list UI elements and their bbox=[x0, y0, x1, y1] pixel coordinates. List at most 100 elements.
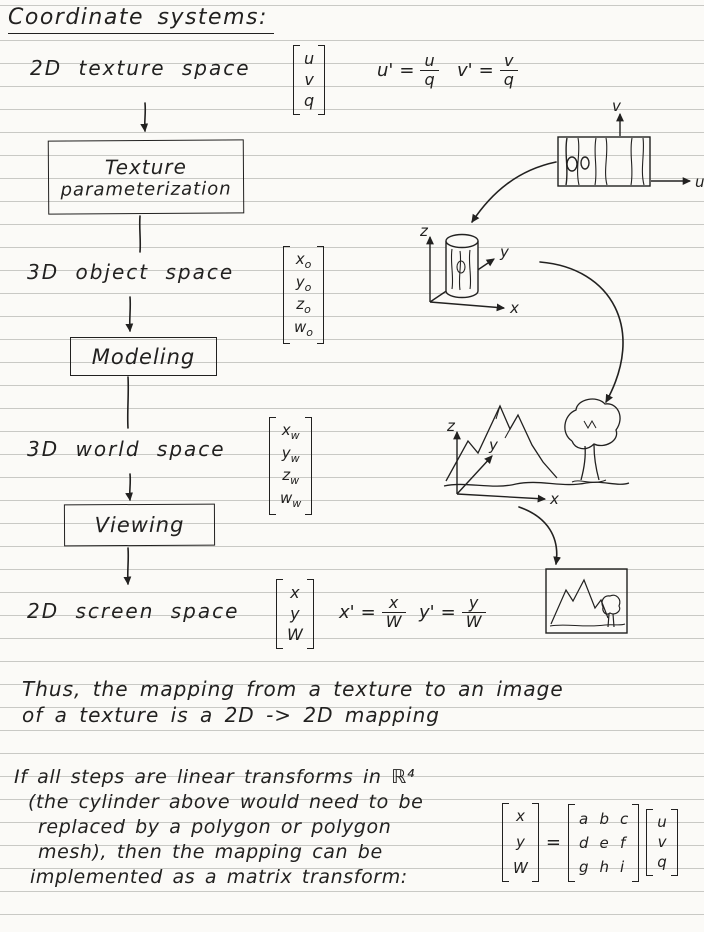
mini-tree-canopy bbox=[601, 594, 621, 615]
matrix-cell: e bbox=[599, 833, 609, 852]
vector-entry: zw bbox=[282, 466, 300, 488]
box-label-line: Texture bbox=[104, 154, 187, 179]
world-z-label: z bbox=[446, 417, 456, 435]
curved-arrow-cylinder-to-world bbox=[539, 261, 624, 403]
matrix-cell: b bbox=[599, 809, 609, 828]
texture-space-vector: u v q bbox=[293, 45, 326, 116]
formula-y-prime: y' = y W bbox=[419, 593, 486, 632]
curved-arrow-texture-to-cylinder bbox=[471, 161, 557, 223]
tree-canopy bbox=[564, 398, 621, 450]
note-line: If all steps are linear transforms in ℝ⁴ bbox=[14, 766, 416, 788]
vector-entry: v bbox=[657, 832, 667, 851]
u-axis-label: u bbox=[695, 173, 704, 191]
texture-swatch-drawing bbox=[557, 136, 651, 187]
matrix-cell: i bbox=[620, 857, 625, 876]
note-line: mesh), then the mapping can be bbox=[38, 841, 383, 863]
vector-entry: yw bbox=[281, 443, 300, 465]
mini-tree-trunk bbox=[607, 613, 615, 628]
vector-entry: v bbox=[304, 69, 314, 89]
matrix-cell: f bbox=[620, 833, 626, 852]
uv-axes bbox=[616, 112, 692, 185]
mini-ground bbox=[549, 623, 626, 627]
equals-sign: = bbox=[440, 602, 456, 624]
equals-sign: = bbox=[360, 602, 376, 624]
formula-lhs: u' bbox=[377, 60, 394, 82]
vector-entry: u bbox=[304, 49, 315, 68]
matrix-cell: a bbox=[578, 809, 589, 828]
note-line: Thus, the mapping from a texture to an i… bbox=[22, 677, 564, 701]
fraction: v q bbox=[499, 51, 518, 90]
world-y-axis bbox=[456, 455, 493, 495]
object-z-label: z bbox=[419, 222, 429, 240]
stage-label-object-space: 3D object space bbox=[27, 260, 235, 284]
vector-entry: y bbox=[515, 832, 525, 851]
world-x-axis bbox=[456, 493, 547, 503]
flow-arrow-texture-to-param bbox=[140, 102, 149, 133]
result-vector: x y W bbox=[502, 803, 539, 883]
object-x-label: x bbox=[509, 299, 519, 317]
matrix-equation: x y W = a b c d e f g h i u v q bbox=[502, 803, 678, 883]
flow-arrow-world-to-viewing bbox=[125, 473, 134, 502]
vector-entry: u bbox=[657, 813, 667, 831]
vector-entry: ww bbox=[280, 488, 302, 510]
note-line: (the cylinder above would need to be bbox=[28, 791, 424, 813]
stage-label-world-space: 3D world space bbox=[27, 437, 226, 461]
matrix-cell: d bbox=[578, 833, 589, 852]
fraction: x W bbox=[381, 593, 406, 632]
box-label-line: parameterization bbox=[60, 177, 232, 201]
fraction: u q bbox=[420, 51, 439, 90]
fraction: y W bbox=[461, 593, 486, 632]
object-x-axis bbox=[429, 301, 506, 312]
note-line: of a texture is a 2D -> 2D mapping bbox=[22, 703, 440, 727]
mountains bbox=[445, 404, 558, 482]
flow-arrow-object-to-modeling bbox=[125, 296, 134, 333]
equals-sign: = bbox=[478, 60, 494, 82]
matrix-cell: c bbox=[620, 809, 629, 828]
object-y-label: y bbox=[499, 243, 510, 261]
screen-picture-drawing bbox=[545, 568, 628, 634]
modeling-box: Modeling bbox=[70, 337, 217, 376]
vector-entry: y bbox=[290, 603, 300, 623]
vector-entry: W bbox=[513, 858, 528, 877]
flow-arrow-viewing-to-screen bbox=[123, 547, 132, 586]
formula-lhs: x' bbox=[339, 602, 355, 624]
v-axis-label: v bbox=[612, 97, 622, 115]
vector-entry: x bbox=[515, 807, 525, 825]
texture-parameterization-box: Texture parameterization bbox=[47, 139, 245, 215]
vector-entry: q bbox=[657, 852, 667, 871]
stage-label-screen-space: 2D screen space bbox=[27, 599, 240, 623]
note-line: implemented as a matrix transform: bbox=[30, 866, 408, 888]
vector-entry: yo bbox=[295, 272, 312, 294]
mapping-arrows bbox=[471, 161, 624, 566]
vector-entry: xw bbox=[281, 421, 300, 442]
formula-lhs: y' bbox=[419, 602, 435, 624]
vector-entry: x bbox=[290, 583, 300, 602]
page-title: Coordinate systems: bbox=[8, 5, 274, 34]
viewing-box: Viewing bbox=[63, 503, 216, 547]
vector-entry: W bbox=[287, 624, 303, 644]
tree-canopy-detail bbox=[583, 419, 597, 430]
flow-line-param-to-object bbox=[138, 215, 142, 253]
tree-base bbox=[571, 479, 607, 483]
formula-lhs: v' bbox=[457, 60, 473, 82]
transform-matrix: a b c d e f g h i bbox=[567, 803, 640, 882]
formula-x-prime: x' = x W bbox=[339, 593, 406, 632]
world-x-label: x bbox=[549, 490, 559, 508]
object-space-vector: xo yo zo wo bbox=[283, 246, 325, 345]
world-y-label: y bbox=[488, 436, 499, 454]
cylinder-drawing bbox=[445, 233, 479, 299]
equals-sign: = bbox=[545, 832, 561, 854]
vector-entry: zo bbox=[296, 295, 311, 317]
object-y-axis bbox=[429, 258, 495, 303]
equals-sign: = bbox=[399, 60, 415, 82]
curved-arrow-world-to-picture bbox=[518, 506, 561, 566]
note-line: replaced by a polygon or polygon bbox=[38, 816, 392, 838]
note-paragraph-1: Thus, the mapping from a texture to an i… bbox=[22, 676, 564, 728]
world-scene-drawing bbox=[443, 398, 630, 487]
tree-trunk bbox=[580, 444, 600, 481]
input-vector: u v q bbox=[646, 809, 678, 877]
matrix-cell: g bbox=[578, 857, 589, 876]
vector-entry: wo bbox=[294, 317, 314, 339]
formula-v-prime: v' = v q bbox=[457, 51, 518, 90]
